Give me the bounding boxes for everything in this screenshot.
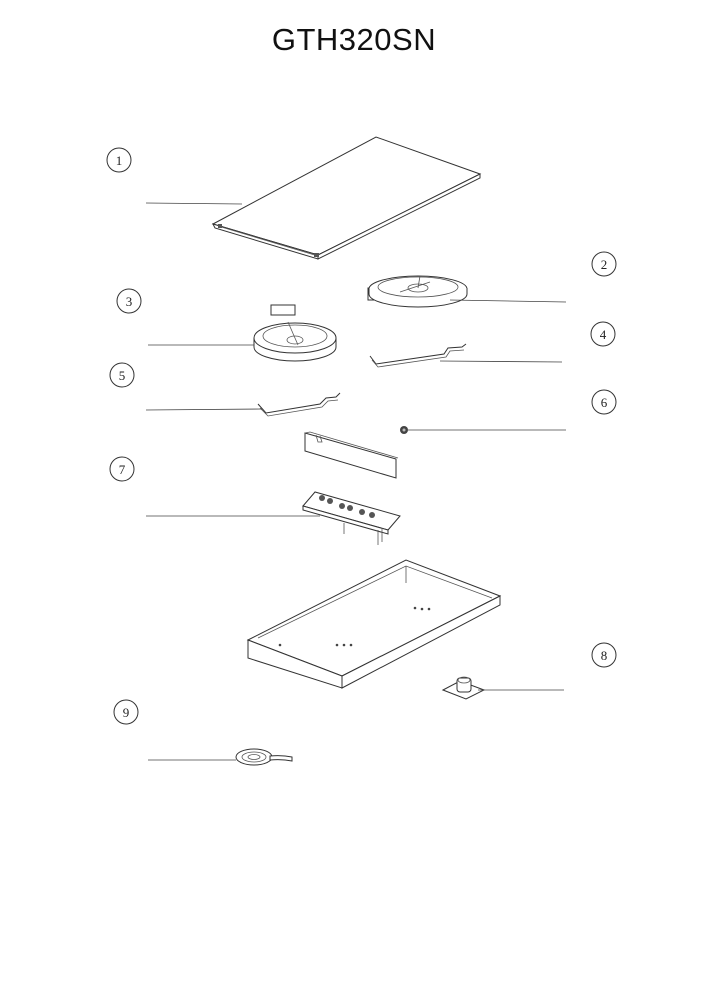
callout-label-4: 4 [600,327,607,342]
part-bottom-tray [246,559,502,689]
part-seal-tape-roll [235,748,293,766]
part-mounting-rail [304,431,399,479]
part-glass-top [211,136,482,260]
part-hob-element-left [253,304,337,362]
callout-6: 6 [591,389,617,415]
part-screw [400,426,408,434]
callout-label-2: 2 [601,257,608,272]
callout-2: 2 [591,251,617,277]
part-bracket-right [369,343,467,368]
part-hob-element-right [367,275,468,308]
callout-label-7: 7 [119,462,126,477]
callout-label-5: 5 [119,368,126,383]
part-control-board [302,491,401,545]
callout-7: 7 [109,456,135,482]
callout-1: 1 [106,147,132,173]
leader-lines [145,202,567,761]
callout-9: 9 [113,699,139,725]
callout-label-6: 6 [601,395,608,410]
callout-3: 3 [116,288,142,314]
callout-label-8: 8 [601,648,608,663]
callout-label-9: 9 [123,705,130,720]
callout-label-1: 1 [116,153,123,168]
callout-label-3: 3 [126,294,133,309]
callout-5: 5 [109,362,135,388]
page-title: GTH320SN [271,22,437,57]
part-bracket-left [257,392,341,417]
part-foot [441,676,486,700]
callout-4: 4 [590,321,616,347]
callout-8: 8 [591,642,617,668]
